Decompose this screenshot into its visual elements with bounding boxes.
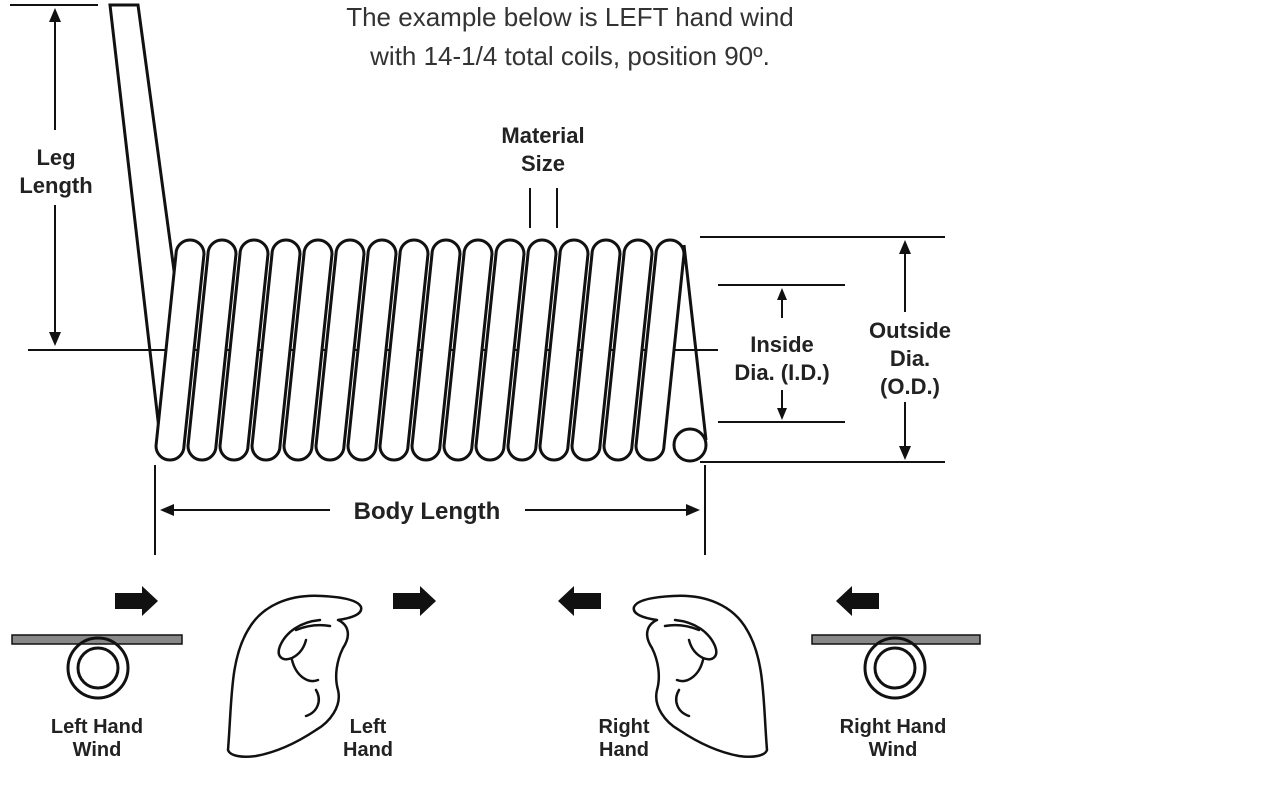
body-length-dimension: Body Length (154, 465, 706, 555)
right-hand-label-1: Right (598, 716, 649, 738)
coil-loop (410, 238, 462, 462)
inside-dia-label-1: Inside (750, 332, 814, 357)
coil-loop (154, 238, 206, 462)
right-hand-icon (632, 594, 769, 758)
title-line-2: with 14-1/4 total coils, position 90º. (369, 41, 770, 71)
left-hand-wind-label-1: Left Hand (51, 716, 143, 738)
outside-dia-label-2: Dia. (890, 346, 930, 371)
coil-loop (570, 238, 622, 462)
left-hand-label-1: Left (350, 716, 387, 738)
right-hand-wind-label-2: Wind (869, 739, 918, 761)
body-length-label: Body Length (354, 498, 501, 525)
wind-coil-icon (11, 634, 183, 700)
wind-coil-icon (811, 634, 981, 700)
coil-loop (474, 238, 526, 462)
arrow-left-icon (836, 586, 879, 616)
coil-loop (282, 238, 334, 462)
leg-length-dimension: Leg Length (10, 4, 98, 346)
material-size-label-2: Size (521, 151, 565, 176)
coil-loop (602, 238, 654, 462)
coil-loop (538, 238, 590, 462)
coil-loop (218, 238, 270, 462)
material-size-label-1: Material (501, 123, 584, 148)
arrow-right-icon (115, 586, 158, 616)
spring-coils (154, 238, 708, 462)
left-hand-wind-label-2: Wind (73, 739, 122, 761)
coil-loop (442, 238, 494, 462)
inside-dia-label-2: Dia. (I.D.) (734, 360, 829, 385)
coil-loop (250, 238, 302, 462)
coil-loop (506, 238, 558, 462)
coil-loop (314, 238, 366, 462)
left-hand-icon (226, 594, 363, 758)
title-line-1: The example below is LEFT hand wind (346, 2, 794, 32)
material-size-dimension: Material Size (501, 123, 585, 228)
coil-loop (346, 238, 398, 462)
coil-loop (378, 238, 430, 462)
inside-diameter-dimension: Inside Dia. (I.D.) (718, 284, 845, 423)
arrow-right-icon (393, 586, 436, 616)
right-hand-label-2: Hand (599, 739, 649, 761)
outside-dia-label-3: (O.D.) (880, 374, 940, 399)
left-hand-label-2: Hand (343, 739, 393, 761)
coil-loop (186, 238, 238, 462)
wire-end-section (672, 427, 708, 463)
coil-end-wire (682, 244, 708, 441)
outside-dia-label-1: Outside (869, 318, 951, 343)
leg-length-label-1: Leg (36, 145, 75, 170)
outside-diameter-dimension: Outside Dia. (O.D.) (700, 236, 951, 463)
leg-length-label-2: Length (19, 173, 92, 198)
arrow-left-icon (558, 586, 601, 616)
right-hand-wind-label-1: Right Hand (840, 716, 947, 738)
